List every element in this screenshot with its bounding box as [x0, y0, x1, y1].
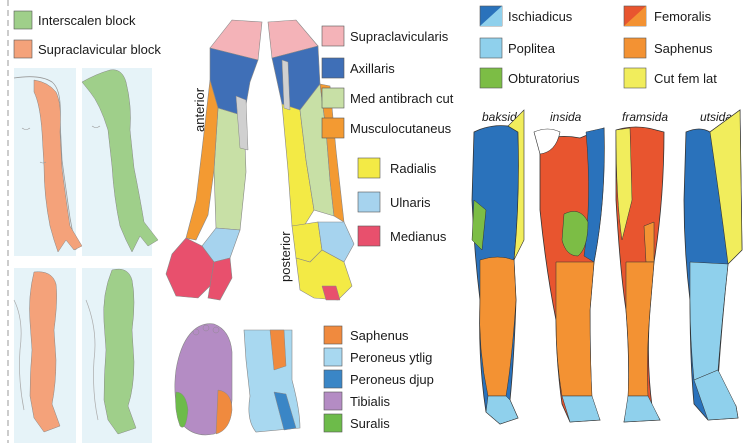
- peroneus-ytlig-label: Peroneus ytlig: [350, 350, 432, 365]
- musculocutaneus-swatch: [322, 118, 344, 138]
- med-antibrach-cut-label: Med antibrach cut: [350, 91, 454, 106]
- leg-baksida: [472, 110, 524, 424]
- cut-fem-lat-label: Cut fem lat: [654, 71, 717, 86]
- peroneus-ytlig-swatch: [324, 348, 342, 366]
- medianus-swatch: [358, 226, 380, 246]
- saphenus-leg-label: Saphenus: [654, 41, 713, 56]
- supraclavicular-block-label: Supraclavicular block: [38, 42, 161, 57]
- poplitea-swatch: [480, 38, 502, 58]
- posterior-label: posterior: [278, 231, 293, 282]
- supraclavicularis-label: Supraclavicularis: [350, 29, 449, 44]
- radialis-label: Radialis: [390, 161, 437, 176]
- figure-supraclavicular-side: [14, 268, 76, 443]
- view-label-framsida: framsida: [622, 110, 668, 124]
- view-label-insida: insida: [550, 110, 582, 124]
- tibialis-swatch: [324, 392, 342, 410]
- axillaris-swatch: [322, 58, 344, 78]
- saphenus-foot-swatch: [324, 326, 342, 344]
- radialis-swatch: [358, 158, 380, 178]
- ischiadicus-swatch: [480, 6, 502, 26]
- poplitea-label: Poplitea: [508, 41, 556, 56]
- obturatorius-label: Obturatorius: [508, 71, 580, 86]
- axillaris-label: Axillaris: [350, 61, 395, 76]
- saphenus-foot-label: Saphenus: [350, 328, 409, 343]
- anterior-label: anterior: [192, 87, 207, 132]
- medianus-label: Medianus: [390, 229, 447, 244]
- ulnaris-label: Ulnaris: [390, 195, 431, 210]
- foot-dorsum: [244, 330, 300, 432]
- musculocutaneus-label: Musculocutaneus: [350, 121, 452, 136]
- supraclavicular-block-swatch: [14, 40, 32, 58]
- med-antibrach-cut-swatch: [322, 88, 344, 108]
- suralis-label: Suralis: [350, 416, 390, 431]
- peroneus-djup-label: Peroneus djup: [350, 372, 434, 387]
- ulnaris-swatch: [358, 192, 380, 212]
- peroneus-djup-swatch: [324, 370, 342, 388]
- cut-fem-lat-swatch: [624, 68, 646, 88]
- ischiadicus-label: Ischiadicus: [508, 9, 573, 24]
- leg-insida: [534, 128, 604, 422]
- supraclavicularis-swatch: [322, 26, 344, 46]
- tibialis-label: Tibialis: [350, 394, 390, 409]
- leg-utsida: [684, 110, 742, 420]
- leg-framsida: [616, 127, 664, 422]
- arm-anterior: [166, 20, 262, 300]
- figure-interscalen-side: [82, 268, 152, 443]
- interscalen-label: Interscalen block: [38, 13, 136, 28]
- interscalen-swatch: [14, 11, 32, 29]
- figure-supraclavicular-front: [14, 68, 82, 256]
- foot-sole: [175, 324, 232, 435]
- femoralis-swatch: [624, 6, 646, 26]
- saphenus-leg-swatch: [624, 38, 646, 58]
- obturatorius-swatch: [480, 68, 502, 88]
- figure-interscalen-front: [82, 68, 158, 256]
- suralis-swatch: [324, 414, 342, 432]
- femoralis-label: Femoralis: [654, 9, 712, 24]
